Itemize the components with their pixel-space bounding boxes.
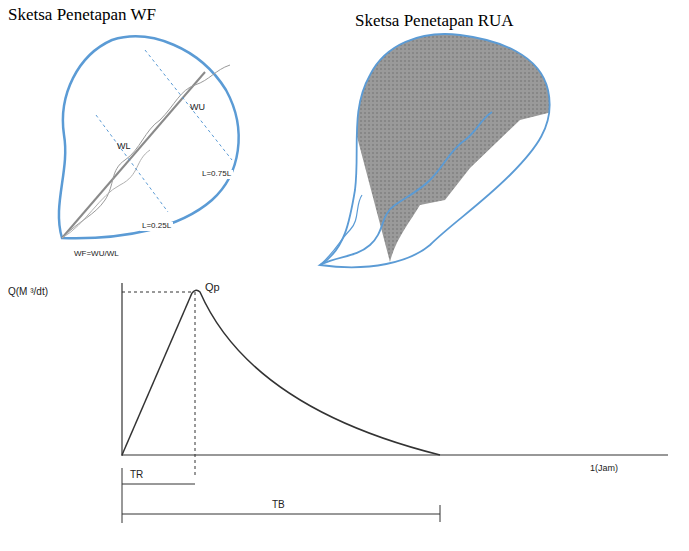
diagram-label: L=0.25L — [140, 222, 173, 231]
diagram-label: WU — [190, 103, 205, 113]
diagram-label: TB — [272, 499, 285, 510]
watershed-rua — [320, 34, 550, 267]
watershed-wf — [59, 37, 239, 239]
diagram-label: WL — [117, 142, 131, 152]
sketch-title: Sketsa Penetapan RUA — [355, 12, 514, 31]
diagram-label: WF=WU/WL — [74, 250, 119, 259]
sketch-title: Sketsa Penetapan WF — [8, 6, 156, 25]
diagram-label: TR — [130, 469, 143, 480]
diagram-label: L=0.75L — [200, 170, 233, 179]
diagram-label: Q(M ³/dt) — [8, 286, 48, 297]
diagram-label: 1(Jam) — [590, 464, 618, 474]
hydrograph — [122, 283, 668, 523]
diagram-label: Qp — [205, 281, 220, 293]
